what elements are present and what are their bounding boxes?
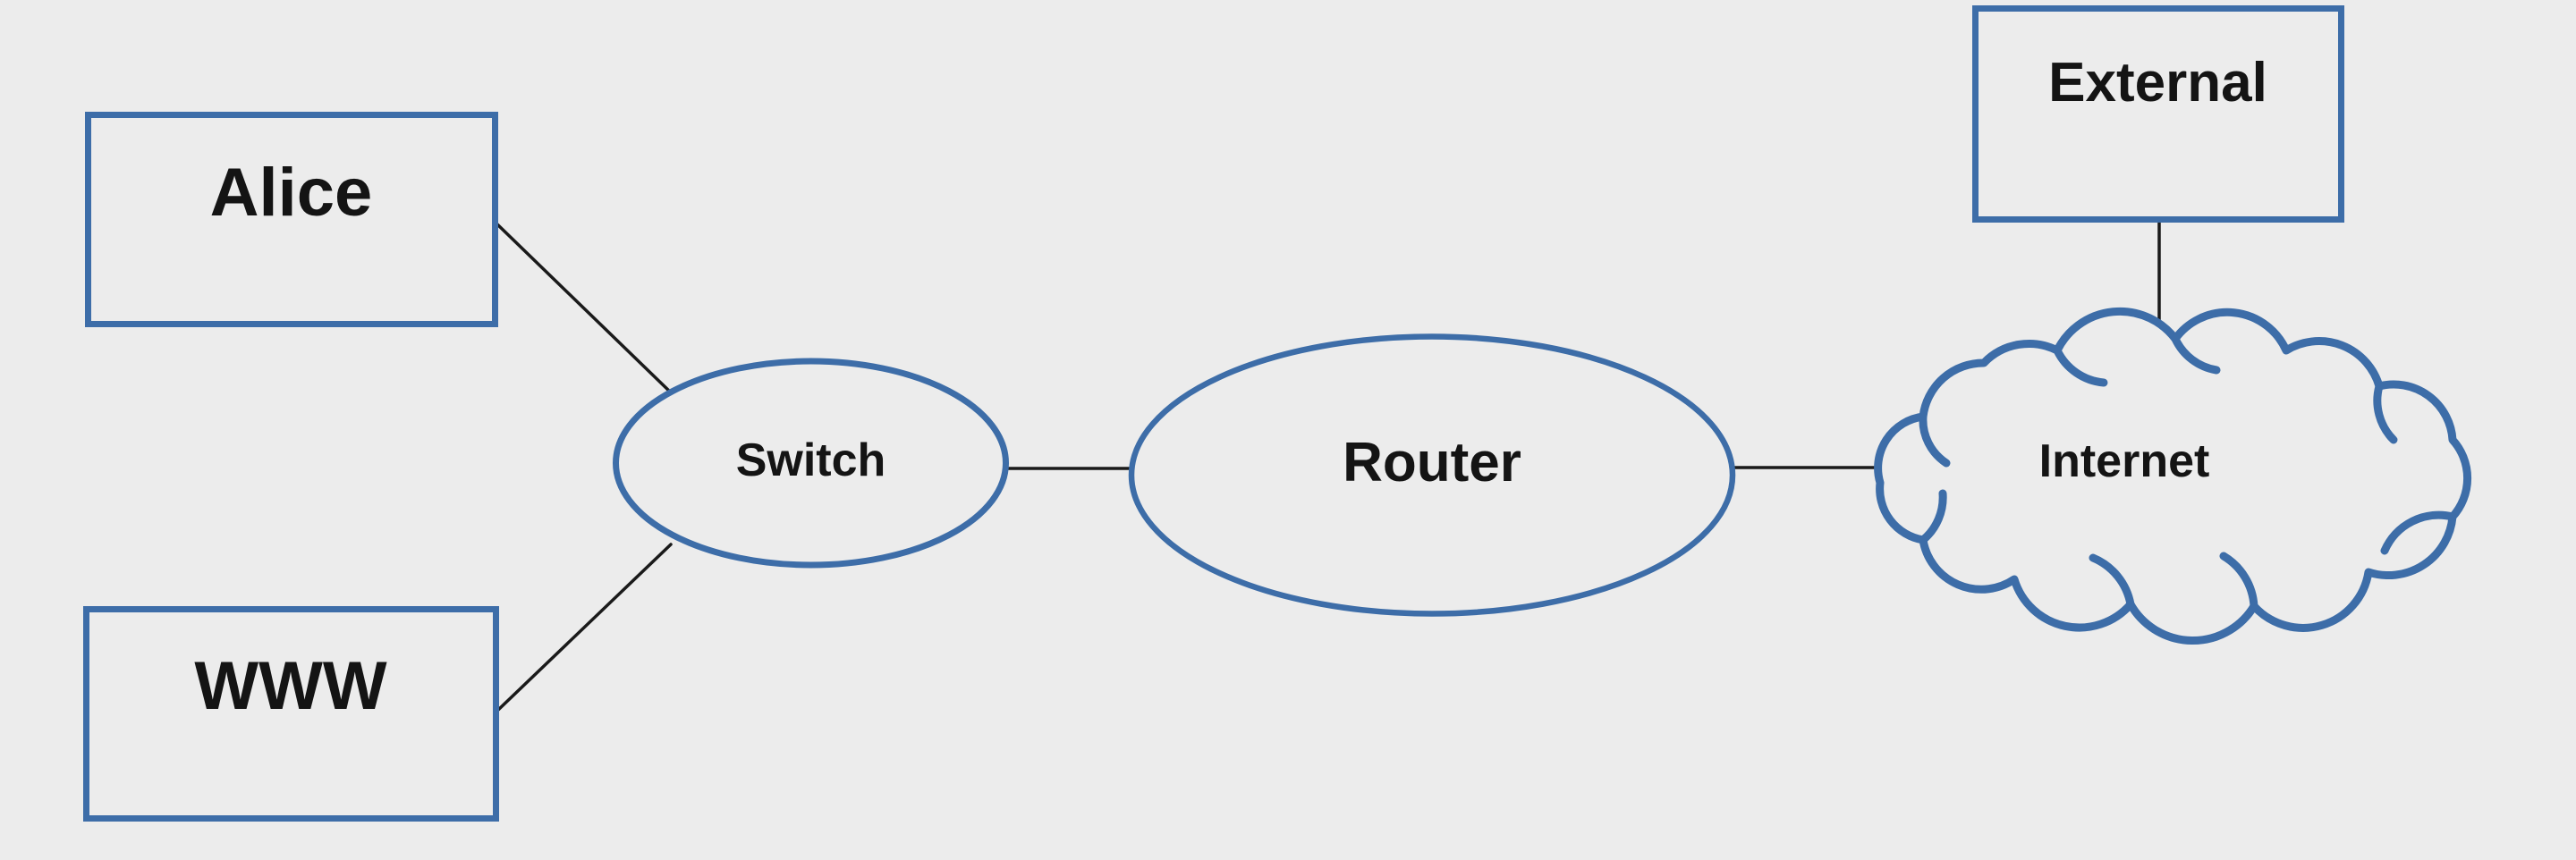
node-external-box[interactable] — [1972, 5, 2344, 223]
connector-www-switch[interactable] — [496, 543, 673, 712]
node-switch-ellipse[interactable] — [613, 358, 1009, 569]
node-internet-cloud[interactable] — [1874, 307, 2472, 645]
node-router-ellipse[interactable] — [1128, 333, 1736, 617]
node-www-box[interactable] — [83, 606, 499, 822]
node-alice-box[interactable] — [85, 112, 498, 327]
cloud-scallop-details — [1919, 334, 2457, 611]
connector-alice-switch[interactable] — [494, 221, 674, 396]
connector-group — [494, 216, 2161, 712]
